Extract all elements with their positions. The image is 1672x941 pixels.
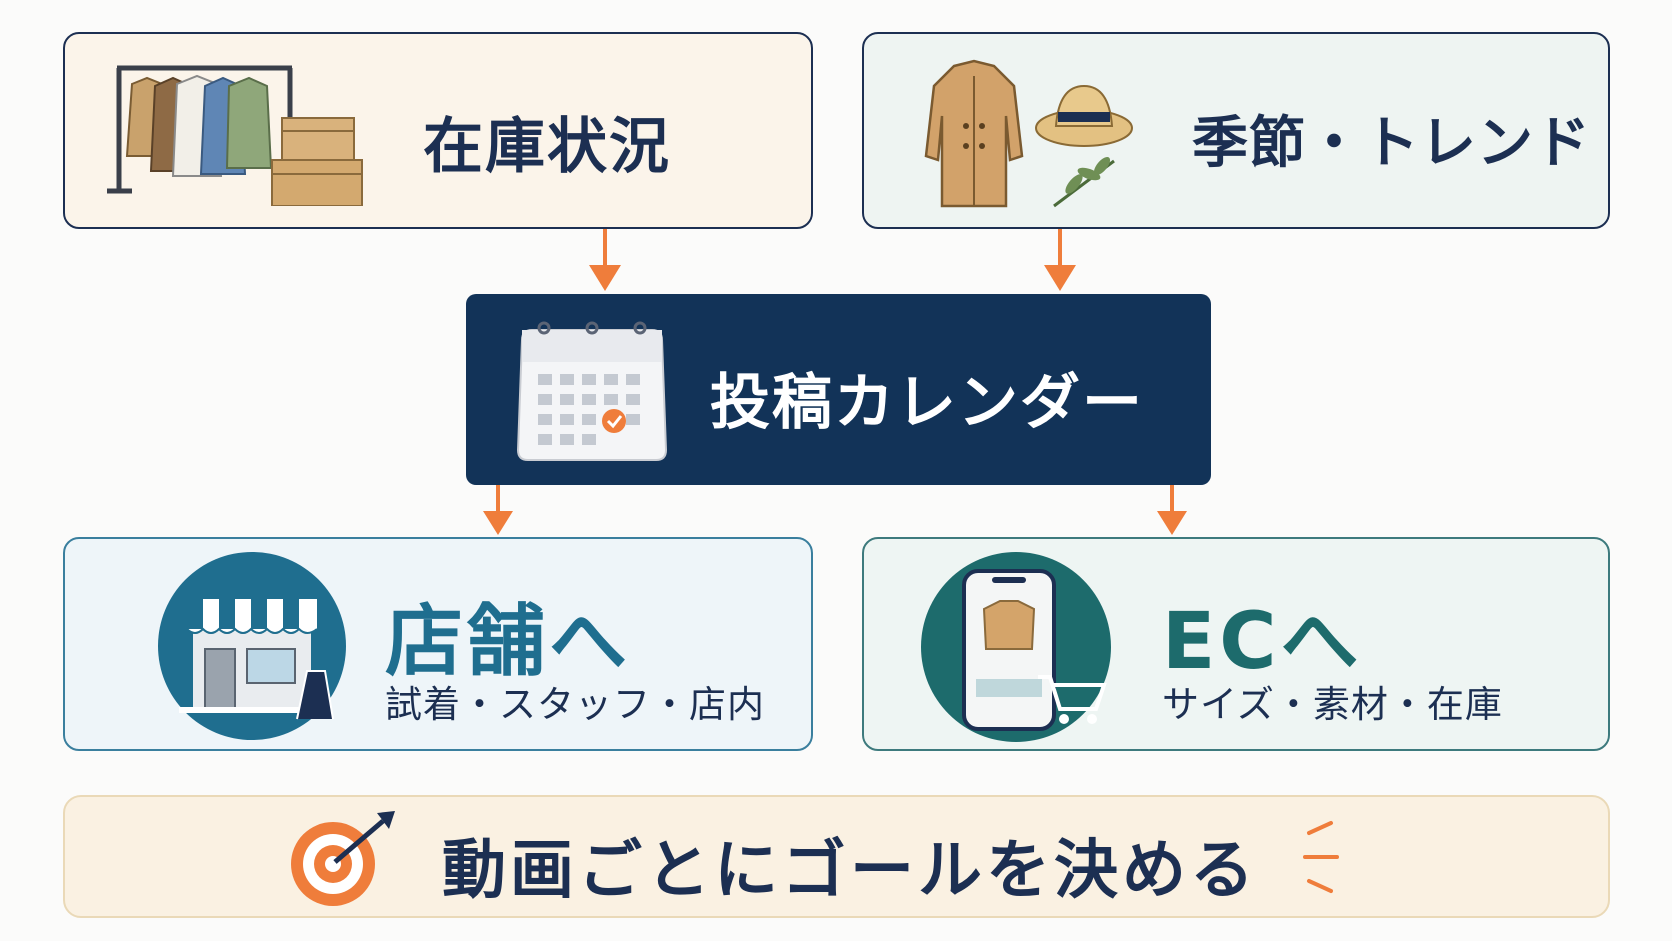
inventory-title: 在庫状況: [423, 112, 671, 182]
target-arrow-icon: [291, 811, 395, 906]
ec-title: ECへ: [1162, 597, 1363, 687]
arrow-season-to-calendar: [1044, 229, 1076, 291]
ec-subtitle: サイズ・素材・在庫: [1162, 683, 1503, 726]
goal-title: 動画ごとにゴールを決める: [442, 834, 1258, 908]
arrow-inventory-to-calendar: [589, 229, 621, 291]
posting-calendar-box: 投稿カレンダー: [466, 294, 1211, 485]
emphasis-marks-icon: [1303, 821, 1339, 893]
season-trend-box: 季節・トレンド: [862, 32, 1610, 229]
coat-hat-leaf-icon: [924, 59, 1133, 208]
season-trend-title: 季節・トレンド: [1192, 111, 1591, 176]
calendar-check-icon: [516, 321, 668, 461]
ec-box: ECへ サイズ・素材・在庫: [862, 537, 1610, 751]
store-subtitle: 試着・スタッフ・店内: [385, 683, 765, 726]
arrow-calendar-to-ec: [1157, 485, 1187, 535]
smartphone-cart-icon: [921, 552, 1111, 742]
clothing-rack-boxes-icon: [107, 65, 363, 206]
storefront-icon: [158, 552, 346, 740]
calendar-title: 投稿カレンダー: [710, 368, 1144, 438]
inventory-box: 在庫状況: [63, 32, 813, 229]
goal-banner: 動画ごとにゴールを決める: [63, 795, 1610, 918]
store-title: 店舗へ: [385, 597, 632, 687]
arrow-calendar-to-store: [483, 485, 513, 535]
store-box: 店舗へ 試着・スタッフ・店内: [63, 537, 813, 751]
